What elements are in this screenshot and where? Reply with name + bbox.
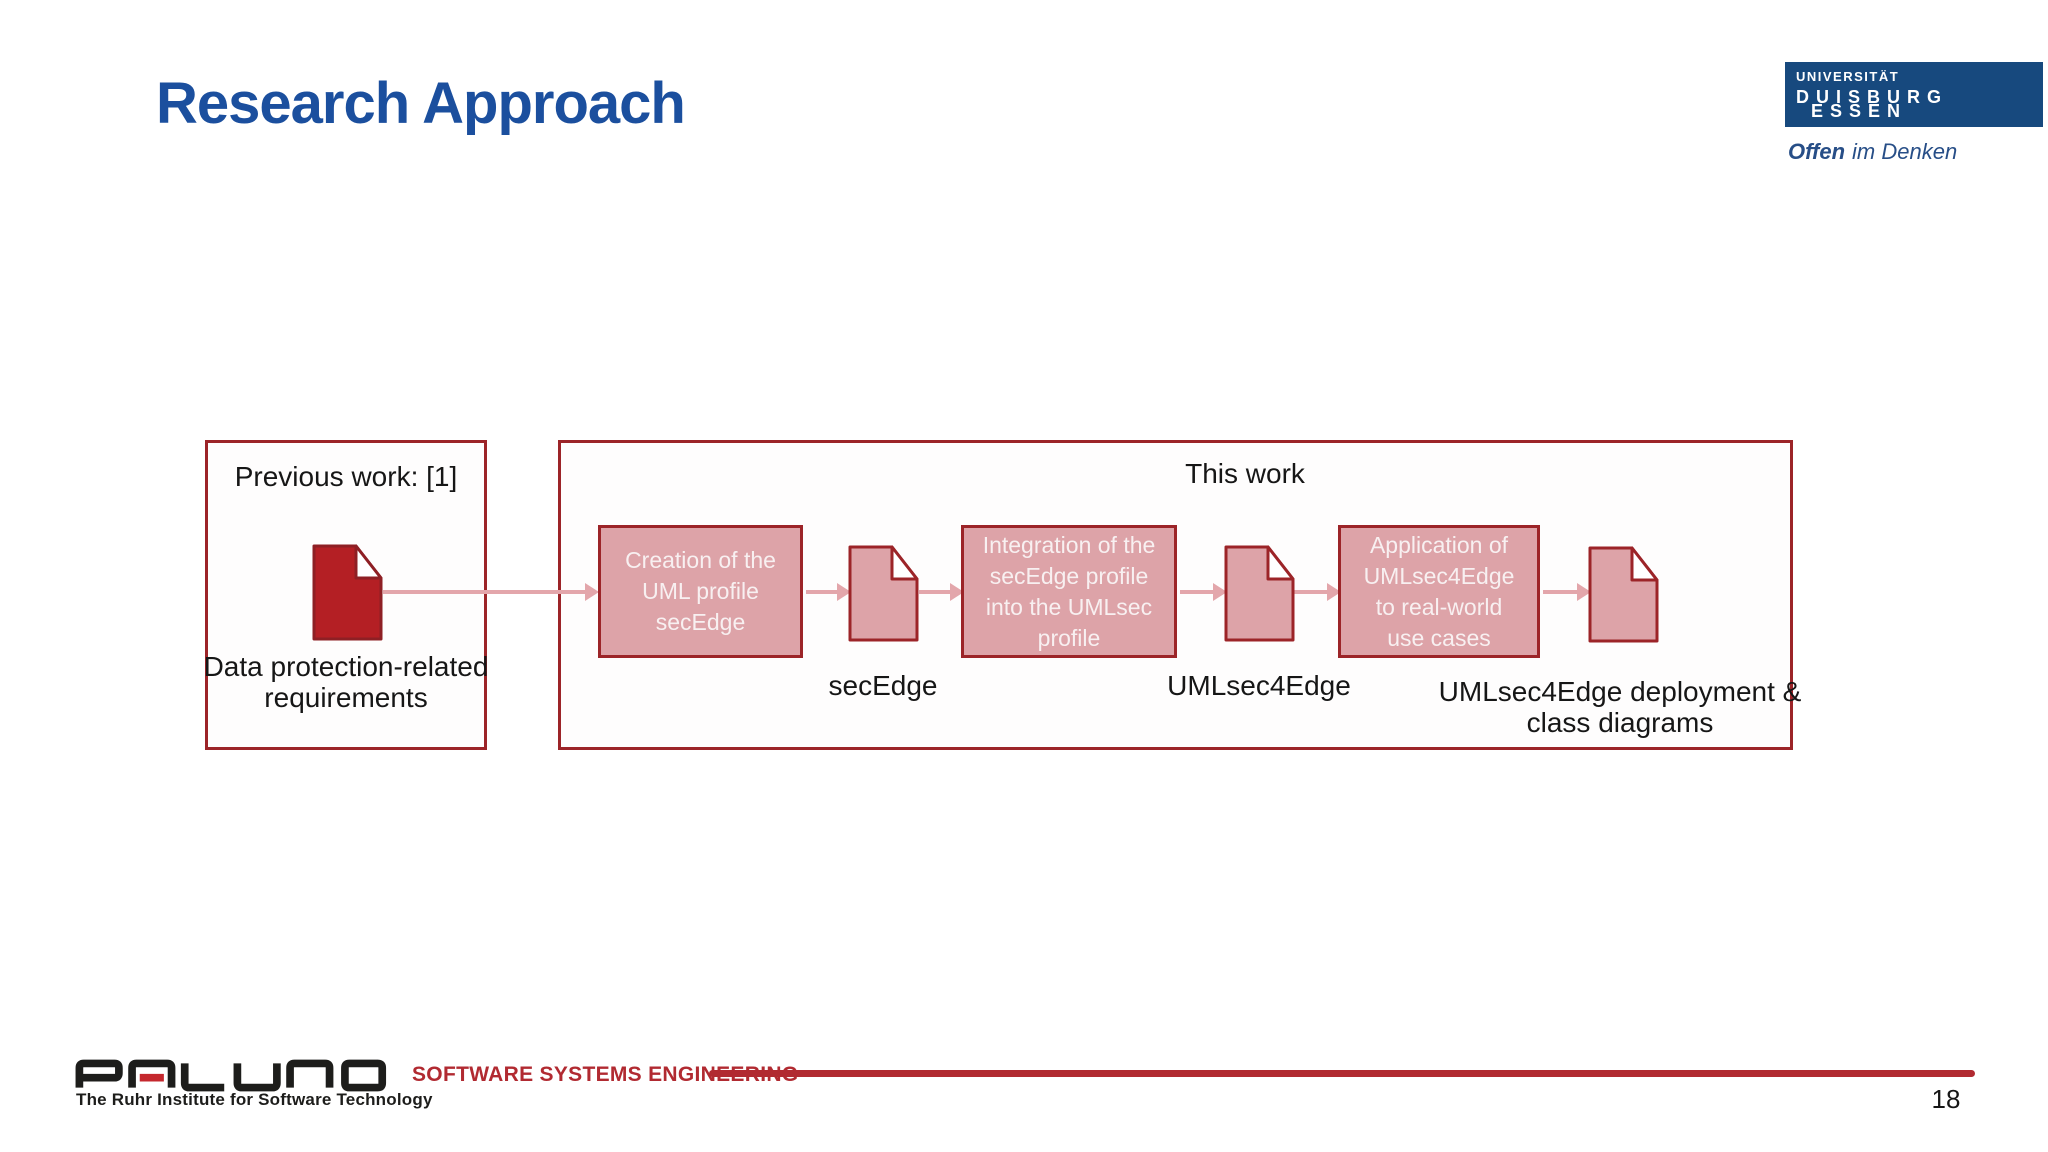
page-number: 18 [1931, 1084, 1961, 1114]
arrow-head-icon [585, 583, 599, 601]
arrow-head-icon [950, 583, 964, 601]
arrow-head-icon [837, 583, 851, 601]
this-work-title: This work [1185, 458, 1305, 489]
document-icon-diagrams [1588, 546, 1659, 643]
department-name: SOFTWARE SYSTEMS ENGINEERING [412, 1063, 799, 1086]
arrow-head-icon [1577, 583, 1591, 601]
document-icon-requirements [312, 544, 383, 641]
arrow-head-icon [1213, 583, 1227, 601]
paluno-logo [75, 1059, 387, 1092]
arrow-head-icon [1327, 583, 1341, 601]
page-title: Research Approach [156, 71, 686, 136]
university-logo-line3: ESSEN [1811, 101, 1908, 121]
university-motto-rest: im Denken [1852, 139, 1958, 164]
document-icon-umlsec4edge [1224, 545, 1295, 642]
umlsec4edge-label: UMLsec4Edge [1167, 670, 1351, 701]
step-application-use-cases: Application of UMLsec4Edge to real-world… [1338, 525, 1540, 658]
paluno-tagline: The Ruhr Institute for Software Technolo… [76, 1090, 433, 1109]
secedge-label: secEdge [828, 670, 938, 701]
university-logo-line2: DUISBURG [1796, 87, 1949, 107]
university-logo: UNIVERSITÄT DUISBURG ESSEN [1785, 62, 2043, 127]
deployment-diagrams-label: UMLsec4Edge deployment & class diagrams [1438, 676, 1802, 738]
document-icon-secedge [848, 545, 919, 642]
footer-divider-line [709, 1070, 1975, 1077]
previous-work-title: Previous work: [1] [234, 461, 458, 492]
requirements-label: Data protection-related requirements [203, 651, 489, 713]
step-creation-secedge: Creation of the UML profile secEdge [598, 525, 803, 658]
university-motto-bold: Offen [1788, 139, 1846, 164]
university-logo-line1: UNIVERSITÄT [1796, 69, 1900, 84]
step-integration-umlsec: Integration of the secEdge profile into … [961, 525, 1177, 658]
